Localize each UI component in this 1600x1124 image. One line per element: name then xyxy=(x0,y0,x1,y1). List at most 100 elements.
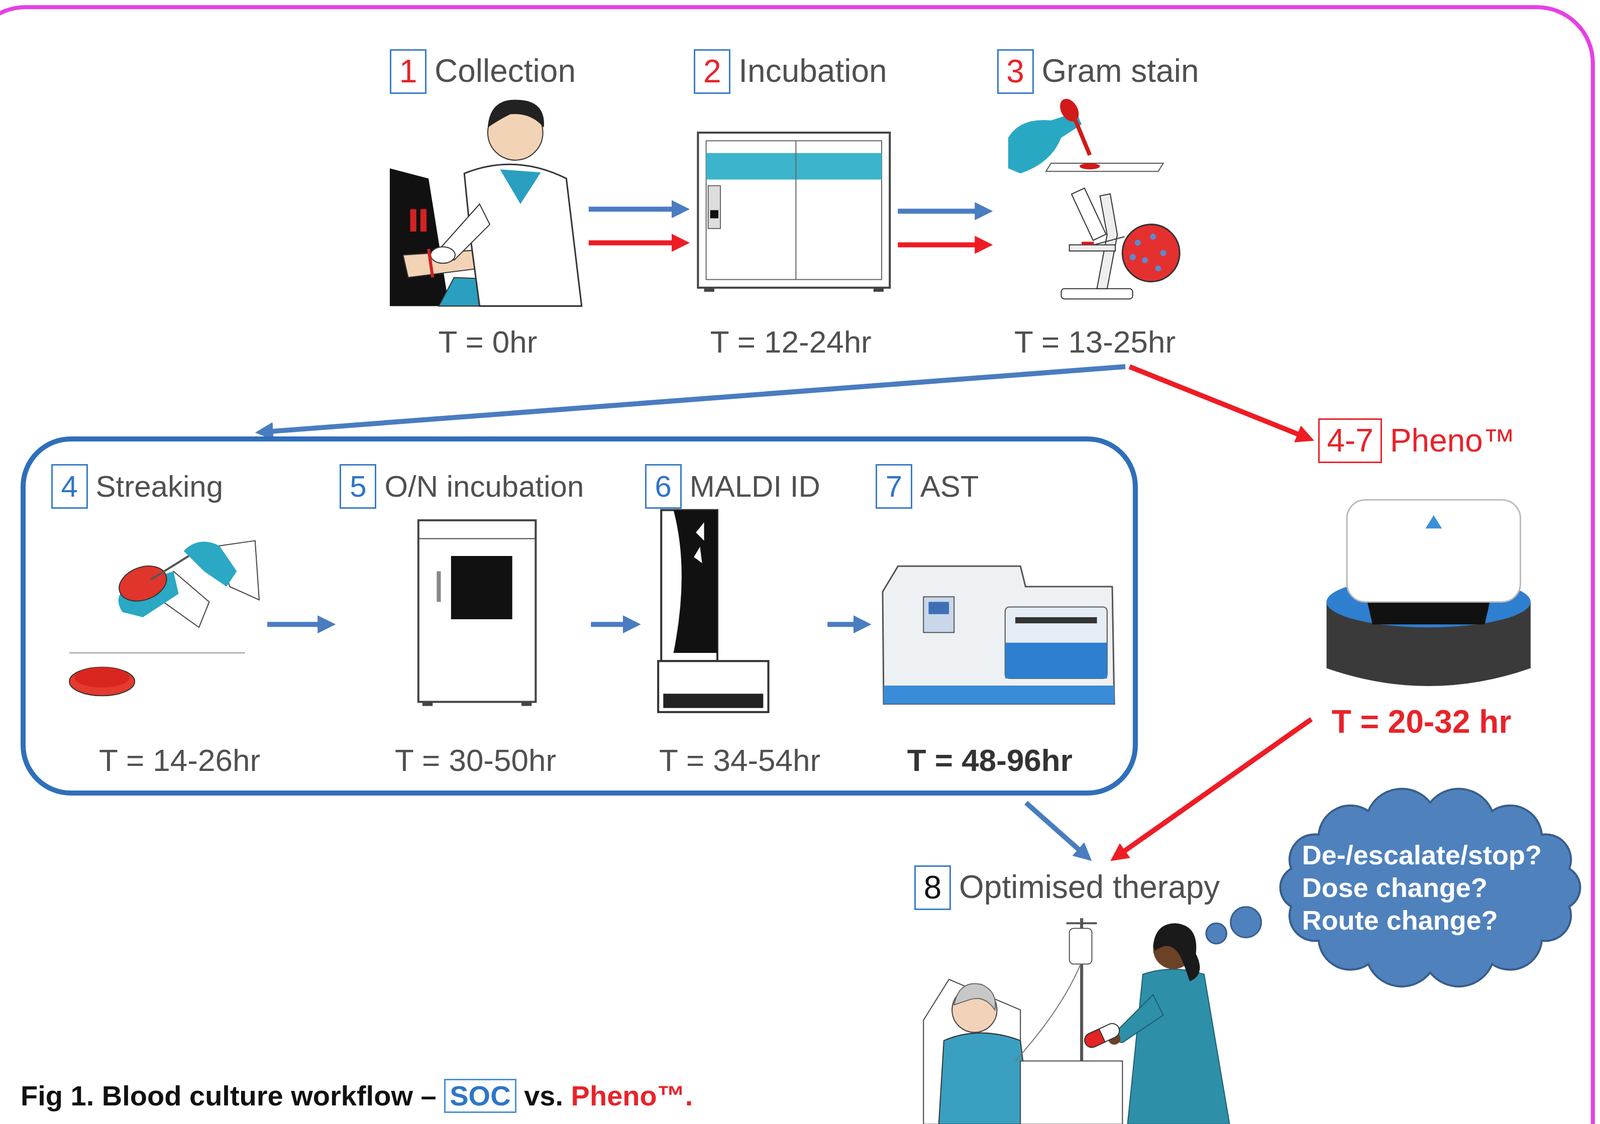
blood-tube xyxy=(410,208,417,232)
workflow-step: 4StreakingT = 14-26hr xyxy=(51,464,261,779)
incubator-band xyxy=(706,153,882,180)
petri-dish-held xyxy=(114,560,172,608)
petri-dish xyxy=(69,667,135,696)
microscope-tube xyxy=(1071,188,1107,241)
foot xyxy=(873,287,884,292)
doctor-coat xyxy=(464,164,582,306)
incubator-divider xyxy=(795,140,797,280)
ast-screen xyxy=(928,601,949,614)
capsule-red xyxy=(1082,1029,1106,1050)
bacterium xyxy=(1129,254,1136,261)
illustration-group xyxy=(0,7,1593,1124)
bench-line xyxy=(69,652,245,654)
ast-door xyxy=(1005,607,1108,679)
maldi-base xyxy=(658,661,769,713)
capsule xyxy=(1082,1021,1122,1050)
step-header: 5O/N incubation xyxy=(339,464,584,509)
flow-arrow xyxy=(897,208,983,214)
step-header: 6MALDI ID xyxy=(645,464,821,509)
step-header: 7AST xyxy=(875,464,980,509)
flow-arrow xyxy=(588,206,680,212)
nurse-body xyxy=(1127,969,1230,1124)
connector-group xyxy=(265,208,1312,856)
workflow-step: 4-7Pheno™ T = 20-32 hr xyxy=(1318,418,1531,741)
flow-arrow xyxy=(827,621,862,627)
doctor-scrubs xyxy=(499,169,541,204)
iv-line xyxy=(1015,964,1081,1062)
step-label: Pheno™ xyxy=(1390,422,1516,460)
caption-part: – xyxy=(420,1080,437,1112)
elapsed-time: T = 13-25hr xyxy=(1014,324,1176,360)
step-number: 2 xyxy=(693,49,731,94)
step-number: 3 xyxy=(997,49,1034,94)
workflow-step: 7AST T = 48-96hr xyxy=(875,464,1118,779)
glove xyxy=(430,247,456,264)
microscope-stage xyxy=(1069,245,1116,252)
workflow-step: 1CollectionT = 0hr xyxy=(389,49,582,361)
caption-part xyxy=(563,1080,572,1112)
step-header: 2Incubation xyxy=(693,49,887,94)
thought-bubble xyxy=(1230,907,1262,938)
caption-part: Pheno™. xyxy=(571,1080,694,1112)
step-number: 5 xyxy=(339,464,377,509)
bacterium xyxy=(1149,233,1156,240)
iv-hook xyxy=(1066,922,1098,925)
caption-part xyxy=(93,1080,102,1112)
ast-body xyxy=(882,566,1115,704)
nurse-arm xyxy=(1112,994,1164,1043)
caption-part: 1. xyxy=(70,1080,95,1112)
foot xyxy=(704,287,715,292)
outer-frame xyxy=(0,7,1593,1124)
blanket xyxy=(1020,1061,1123,1124)
doctor-hair xyxy=(487,99,545,128)
step-number: 8 xyxy=(914,865,951,911)
maldi-tower xyxy=(661,510,718,662)
workflow-step: 2Incubation T = 12-24hr xyxy=(693,49,891,361)
caption-part: Fig xyxy=(20,1080,63,1112)
caption-part xyxy=(516,1080,525,1112)
flow-arrow xyxy=(590,621,631,627)
elapsed-time: T = 20-32 hr xyxy=(1331,703,1512,741)
time-holder: T = 12-24hr xyxy=(710,324,872,360)
caption-part: culture xyxy=(189,1080,284,1112)
flow-arrow xyxy=(1129,366,1305,438)
step-label: O/N incubation xyxy=(384,469,584,504)
elapsed-time: T = 34-54hr xyxy=(659,742,821,779)
cloud-outline xyxy=(1280,788,1580,987)
maldi-front xyxy=(673,510,718,654)
dropper-bulb xyxy=(1055,95,1083,125)
pheno-logo xyxy=(1425,515,1443,529)
step-header: 3Gram stain xyxy=(997,49,1200,94)
step-number: 4 xyxy=(51,464,88,509)
glass-slide xyxy=(1045,163,1164,172)
thought-text: De-/escalate/stop? Dose change? Route ch… xyxy=(1302,838,1559,937)
thought-bubble xyxy=(1206,923,1227,944)
maldi-base-strip xyxy=(663,693,764,708)
caption-part xyxy=(62,1080,71,1112)
time-holder: T = 30-50hr xyxy=(394,742,557,779)
capsule-white xyxy=(1082,1021,1122,1050)
time-holder: T = 34-54hr xyxy=(659,742,821,779)
sample xyxy=(1081,241,1094,245)
zoom-view xyxy=(1122,224,1180,282)
ast-base-stripe xyxy=(883,685,1115,705)
time-holder: T = 20-32 hr xyxy=(1331,703,1512,741)
step-label: Optimised therapy xyxy=(958,869,1220,907)
step-number: 6 xyxy=(645,464,682,509)
step-header: 4-7Pheno™ xyxy=(1318,418,1516,464)
caption-part: workflow xyxy=(290,1080,413,1112)
step-label: AST xyxy=(920,469,980,504)
time-holder: T = 0hr xyxy=(438,324,538,360)
cabinet-handle xyxy=(436,571,441,603)
workflow-step: 3Gram stain T = 13-25hr xyxy=(997,49,1205,361)
gloved-hand xyxy=(183,542,238,587)
step-header: 4Streaking xyxy=(51,464,224,509)
elapsed-time: T = 48-96hr xyxy=(907,742,1073,779)
step-label: Streaking xyxy=(95,469,224,504)
caption-part xyxy=(436,1080,445,1112)
thought-cloud: De-/escalate/stop? Dose change? Route ch… xyxy=(1265,780,1595,996)
step-label: Gram stain xyxy=(1041,52,1200,90)
pheno-cover xyxy=(1346,499,1521,602)
flow-arrow xyxy=(265,366,1126,433)
caption-part: vs. xyxy=(523,1080,564,1112)
